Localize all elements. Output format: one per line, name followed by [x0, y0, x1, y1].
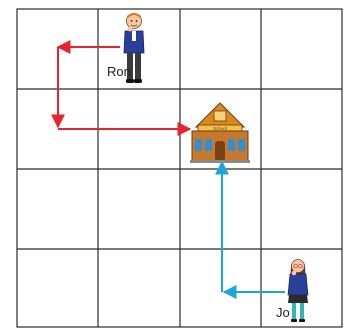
school-icon: School — [190, 102, 250, 163]
jo-label: Jo — [276, 305, 290, 320]
school-sign: School — [213, 126, 227, 131]
ron-label: Ron — [107, 64, 131, 79]
grid-lines — [16, 8, 343, 328]
ron-route — [51, 40, 192, 136]
girl-figure-icon — [287, 259, 309, 322]
jo-route — [215, 160, 285, 299]
boy-figure-icon — [123, 13, 145, 83]
